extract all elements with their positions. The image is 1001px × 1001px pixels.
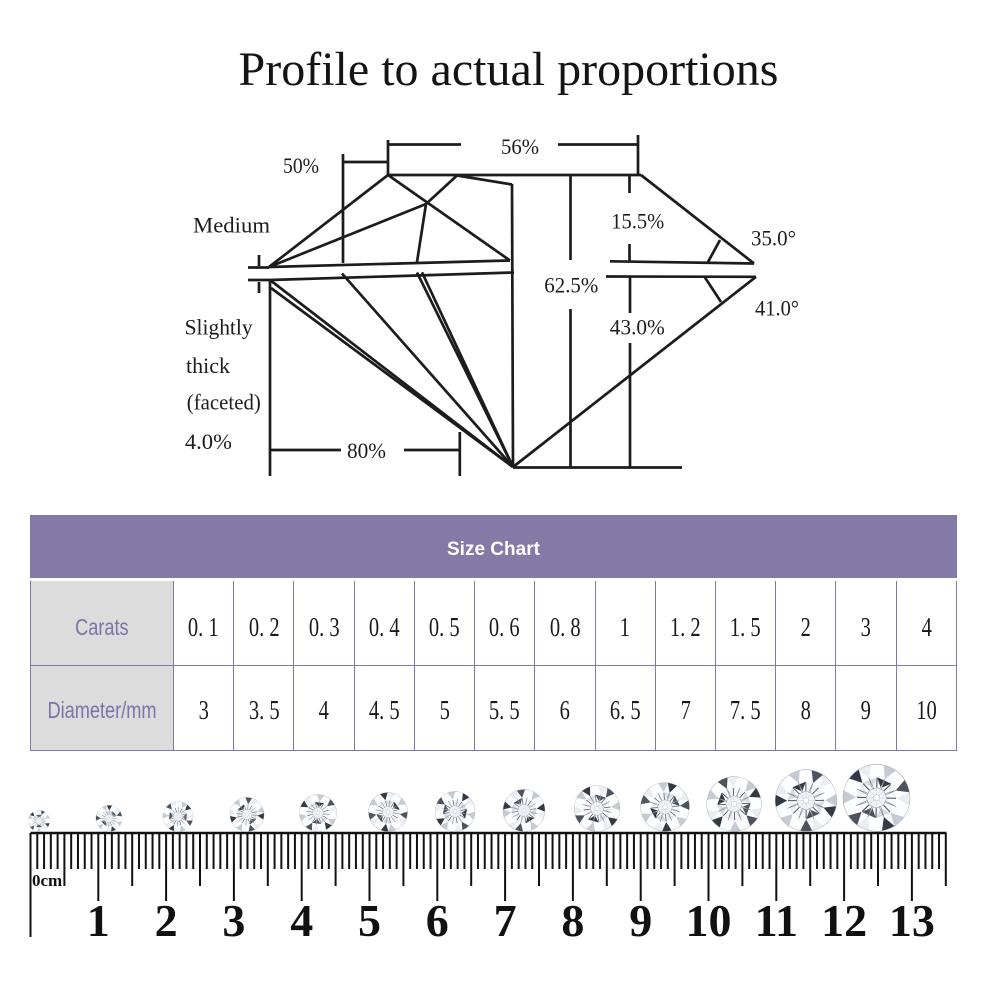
- svg-text:80%: 80%: [347, 438, 386, 463]
- svg-text:5: 5: [358, 895, 381, 946]
- svg-text:9: 9: [629, 895, 652, 946]
- svg-text:4.0%: 4.0%: [185, 429, 232, 454]
- svg-text:2: 2: [155, 895, 178, 946]
- svg-text:12: 12: [821, 895, 867, 946]
- svg-text:4: 4: [290, 895, 313, 946]
- svg-text:(faceted): (faceted): [187, 390, 261, 415]
- svg-text:13: 13: [889, 895, 935, 946]
- svg-text:7: 7: [494, 895, 517, 946]
- svg-text:10: 10: [686, 895, 732, 946]
- svg-text:Medium: Medium: [193, 213, 270, 238]
- svg-text:1: 1: [87, 895, 110, 946]
- svg-text:Slightly: Slightly: [185, 315, 253, 340]
- svg-text:35.0°: 35.0°: [751, 226, 796, 251]
- svg-text:0cm: 0cm: [32, 871, 62, 890]
- svg-text:6: 6: [426, 895, 449, 946]
- svg-text:3: 3: [222, 895, 245, 946]
- svg-text:50%: 50%: [283, 153, 319, 178]
- svg-text:11: 11: [755, 895, 798, 946]
- svg-text:41.0°: 41.0°: [755, 296, 799, 321]
- svg-text:56%: 56%: [501, 134, 539, 159]
- svg-text:62.5%: 62.5%: [544, 273, 598, 298]
- svg-text:thick: thick: [186, 353, 230, 378]
- svg-text:8: 8: [561, 895, 584, 946]
- svg-text:15.5%: 15.5%: [611, 209, 664, 234]
- svg-text:43.0%: 43.0%: [610, 315, 665, 340]
